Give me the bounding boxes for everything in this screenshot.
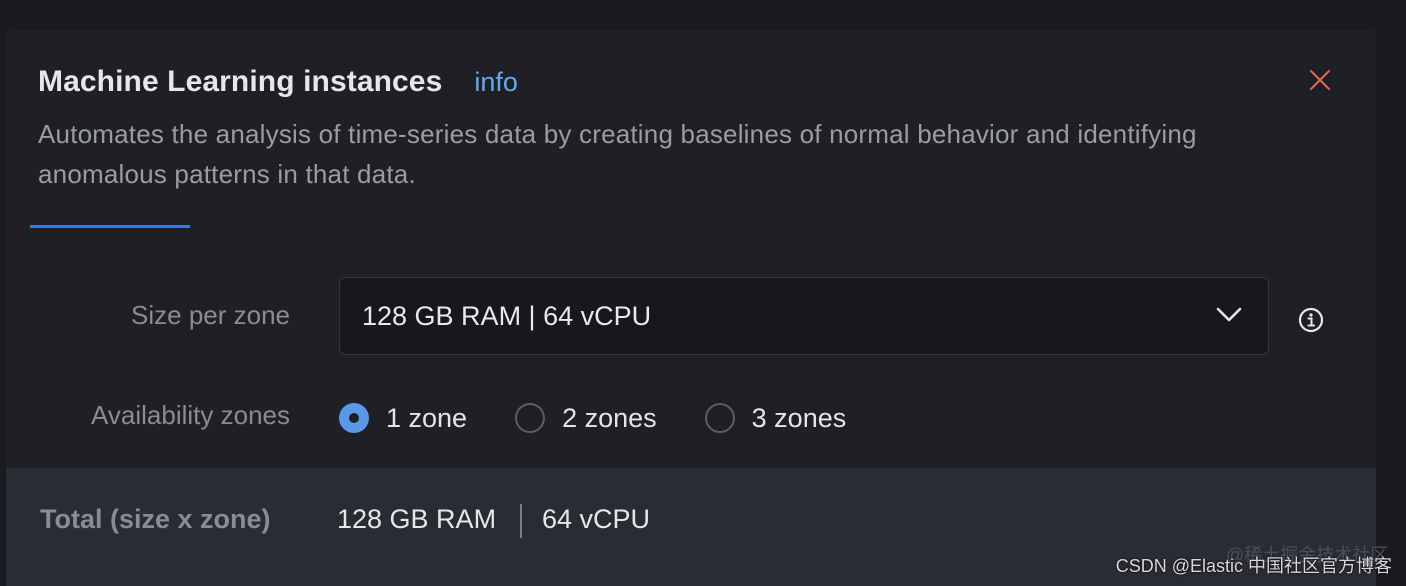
ml-instances-panel: Machine Learning instances info Automate… [6,30,1376,586]
tab-underline [30,225,190,228]
zone-radio-2[interactable]: 2 zones [515,403,657,434]
size-select[interactable]: 128 GB RAM | 64 vCPU [339,277,1269,355]
total-footer: Total (size x zone) 128 GB RAM 64 vCPU [6,468,1376,586]
chevron-down-icon [1216,307,1242,322]
zone-radio-1[interactable]: 1 zone [339,403,467,434]
radio-unchecked-icon [704,403,735,433]
size-per-zone-label: Size per zone [131,300,290,330]
total-separator [520,504,522,538]
panel-title: Machine Learning instances [38,65,443,98]
total-label: Total (size x zone) [40,504,271,534]
watermark-faint: @稀土掘金技术社区 [1226,545,1389,565]
total-cpu-value: 64 vCPU [542,504,651,534]
watermark: CSDN @Elastic 中国社区官方博客 [1115,556,1392,576]
radio-unchecked-icon [515,403,546,433]
zone-radio-label: 2 zones [562,402,657,433]
info-circle-icon [1298,307,1324,333]
close-button[interactable] [1308,68,1332,92]
panel-description: Automates the analysis of time-series da… [38,119,1197,189]
info-link[interactable]: info [474,66,518,97]
total-ram-value: 128 GB RAM [337,504,497,534]
panel-header: Machine Learning instances info [38,64,518,100]
radio-checked-icon [339,403,369,433]
zone-radio-label: 1 zone [386,402,468,433]
zone-radio-3[interactable]: 3 zones [704,402,847,434]
size-select-value: 128 GB RAM | 64 vCPU [362,301,652,331]
zone-radio-label: 3 zones [751,402,847,433]
close-icon [1310,70,1330,90]
size-info-button[interactable] [1298,307,1324,333]
availability-zones-radio-group: 1 zone 2 zones 3 zones [339,400,894,436]
availability-zones-label: Availability zones [91,400,290,430]
